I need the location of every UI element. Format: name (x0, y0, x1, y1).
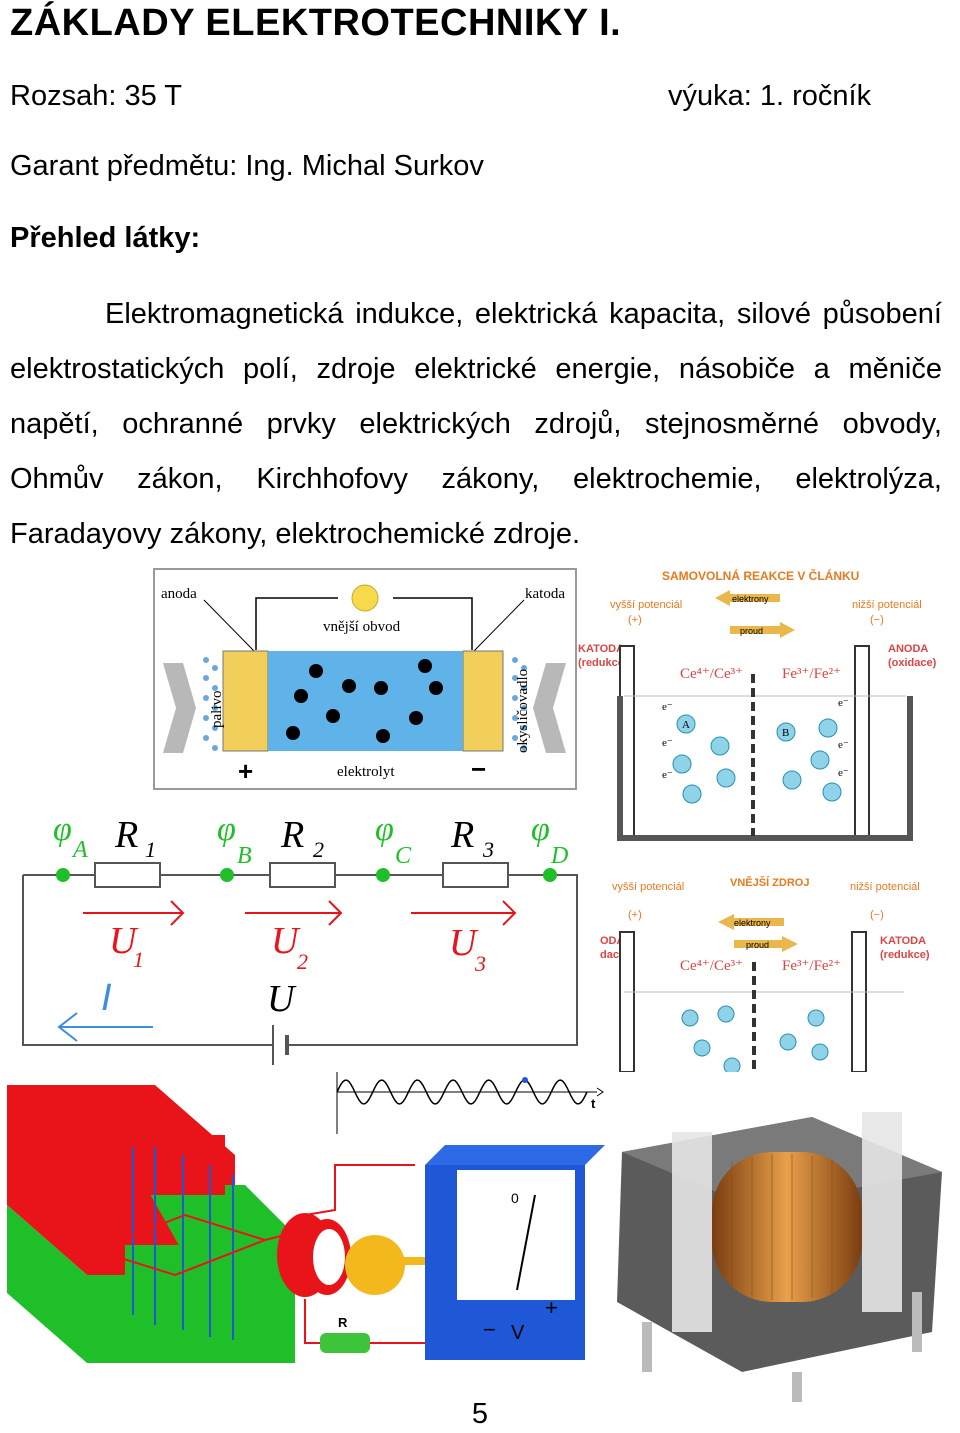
top-low-sign: (−) (870, 614, 884, 626)
u3-label: U (449, 922, 479, 964)
svg-text:e⁻: e⁻ (838, 739, 849, 751)
svg-text:e⁻: e⁻ (662, 769, 673, 781)
top-heading: SAMOVOLNÁ REAKCE V ČLÁNKU (662, 568, 859, 583)
fuel-plus-sign: + (238, 756, 253, 786)
bottom-right-electrode: KATODA (880, 935, 926, 947)
phi-d-sub: D (550, 843, 568, 869)
overview-heading: Přehled látky: (10, 222, 201, 254)
guarantor-text: Garant předmětu: Ing. Michal Surkov (10, 150, 484, 182)
overview-text: Elektromagnetická indukce, elektrická ka… (10, 298, 942, 550)
top-right-couple: Fe³⁺/Fe²⁺ (782, 666, 841, 682)
bottom-current-label: proud (746, 940, 769, 950)
galvanic-cell-bottom: vyšší potenciál (+) nižší potenciál (−) … (600, 876, 930, 1072)
bottom-low-potential: nižší potenciál (850, 881, 920, 893)
r1-label: R (114, 814, 138, 856)
sine-t-label: t (591, 1096, 596, 1111)
bottom-high-sign: (+) (628, 909, 642, 921)
top-left-electrode: KATODA (578, 643, 624, 655)
top-current-label: proud (740, 626, 763, 636)
sine-wave-graph: t (336, 1072, 604, 1134)
meter-zero: 0 (511, 1190, 519, 1206)
fuel-circuit-label: vnější obvod (323, 619, 401, 635)
r3-sub: 3 (482, 837, 494, 862)
bottom-right-couple: Fe³⁺/Fe²⁺ (782, 958, 841, 974)
fuel-minus-sign: − (471, 754, 486, 784)
phi-a: φ (53, 811, 72, 848)
top-left-couple: Ce⁴⁺/Ce³⁺ (680, 666, 743, 682)
r2-label: R (280, 814, 304, 856)
bottom-high-potential: vyšší potenciál (612, 881, 684, 893)
r3-label: R (450, 814, 474, 856)
document-title: ZÁKLADY ELEKTROTECHNIKY I. (10, 2, 622, 44)
svg-text:e⁻: e⁻ (662, 737, 673, 749)
page-number: 5 (471, 1398, 489, 1430)
phi-b: φ (217, 811, 236, 848)
top-electrons-label: elektrony (732, 594, 769, 604)
top-low-potential: nižší potenciál (852, 599, 922, 611)
bottom-low-sign: (−) (870, 909, 884, 921)
fuel-anoda-label: anoda (161, 586, 197, 602)
top-electron: e⁻ (662, 701, 673, 713)
u-label: U (267, 978, 297, 1020)
galvanic-cell-top: SAMOVOLNÁ REAKCE V ČLÁNKU vyšší potenciá… (578, 568, 937, 841)
fuel-oxidizer-label: okysličovadlo (515, 669, 531, 753)
phi-a-sub: A (71, 837, 88, 863)
fuel-palivo-label: palivo (209, 691, 225, 729)
u2-label: U (271, 920, 301, 962)
bottom-left-electrode: ODA (600, 935, 625, 947)
u2-sub: 2 (297, 949, 308, 974)
top-ion-b: B (782, 727, 789, 739)
bottom-left-couple: Ce⁴⁺/Ce³⁺ (680, 958, 743, 974)
coil-photo (617, 1112, 942, 1402)
fuel-cell-diagram: anoda katoda vnější obvod palivo okyslič… (153, 568, 577, 790)
bottom-electrons-label: elektrony (734, 918, 771, 928)
phi-d: φ (531, 811, 550, 848)
series-circuit-diagram: φ A φ B φ C φ D R 1 R 2 R 3 U U 1 U 2 U … (22, 811, 578, 1065)
bottom-heading: VNĚJŠÍ ZDROJ (730, 876, 809, 889)
u1-label: U (109, 920, 139, 962)
top-ion-a: A (682, 719, 690, 731)
svg-text:e⁻: e⁻ (838, 767, 849, 779)
generator-illustration: R 0 V − + (7, 1085, 605, 1363)
fuel-katoda-label: katoda (525, 586, 565, 602)
r2-sub: 2 (313, 837, 324, 862)
top-right-electrode-sub: (oxidace) (888, 657, 937, 669)
resistor-label: R (338, 1315, 348, 1330)
phi-b-sub: B (237, 843, 252, 869)
top-high-sign: (+) (628, 614, 642, 626)
svg-text:e⁻: e⁻ (838, 697, 849, 709)
top-right-electrode: ANODA (888, 643, 928, 655)
fuel-electrolyte-label: elektrolyt (337, 764, 395, 780)
meter-plus: + (545, 1295, 558, 1320)
u3-sub: 3 (474, 951, 486, 976)
u1-sub: 1 (133, 947, 144, 972)
phi-c-sub: C (395, 843, 412, 869)
meter-unit: V (511, 1322, 525, 1344)
current-label: I (101, 977, 112, 1019)
top-high-potential: vyšší potenciál (610, 599, 682, 611)
bottom-right-electrode-sub: (redukce) (880, 949, 930, 961)
overview-paragraph: Elektromagnetická indukce, elektrická ka… (10, 287, 942, 562)
scope-text: Rozsah: 35 T (10, 80, 182, 112)
teaching-text: výuka: 1. ročník (668, 80, 872, 112)
r1-sub: 1 (145, 837, 156, 862)
phi-c: φ (375, 811, 394, 848)
top-left-electrode-sub: (redukce) (578, 657, 628, 669)
meter-minus: − (483, 1317, 496, 1342)
